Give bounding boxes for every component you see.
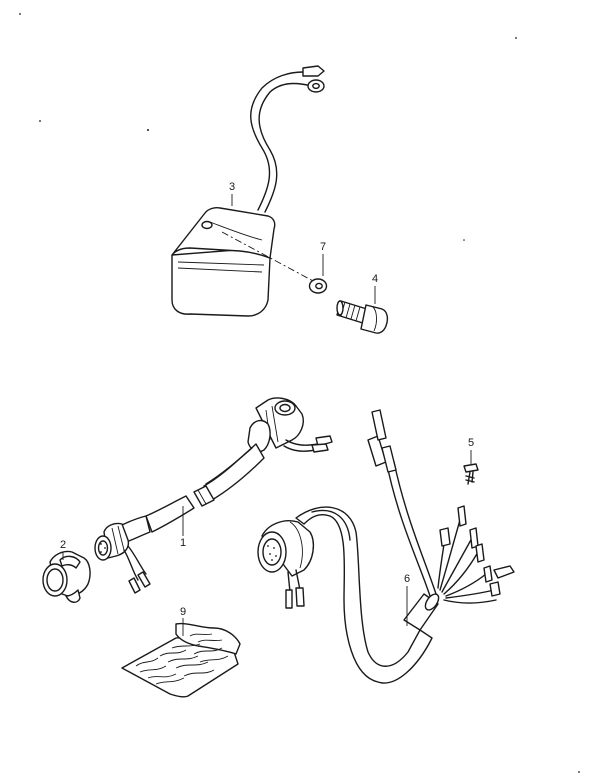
part-6-harness [257, 409, 515, 684]
part-5-washer [308, 278, 328, 294]
callout-7: 5 [468, 437, 474, 449]
part-9-bag [121, 622, 241, 698]
callout-1: 1 [180, 537, 186, 549]
stray-marks [19, 13, 580, 773]
callout-4: 4 [372, 273, 378, 285]
callout-2: 2 [60, 539, 66, 551]
part-4-bolt [336, 300, 389, 334]
part-2-cap [42, 550, 91, 603]
part-7-clip [463, 463, 479, 485]
callout-6: 6 [404, 573, 410, 585]
ring-terminal [302, 65, 325, 93]
callout-5: 7 [320, 241, 326, 253]
callout-3: 3 [229, 181, 235, 193]
part-1-harness [94, 397, 333, 594]
leader-lines [62, 194, 472, 636]
callout-9: 9 [180, 606, 186, 618]
part-3-module [171, 65, 325, 317]
